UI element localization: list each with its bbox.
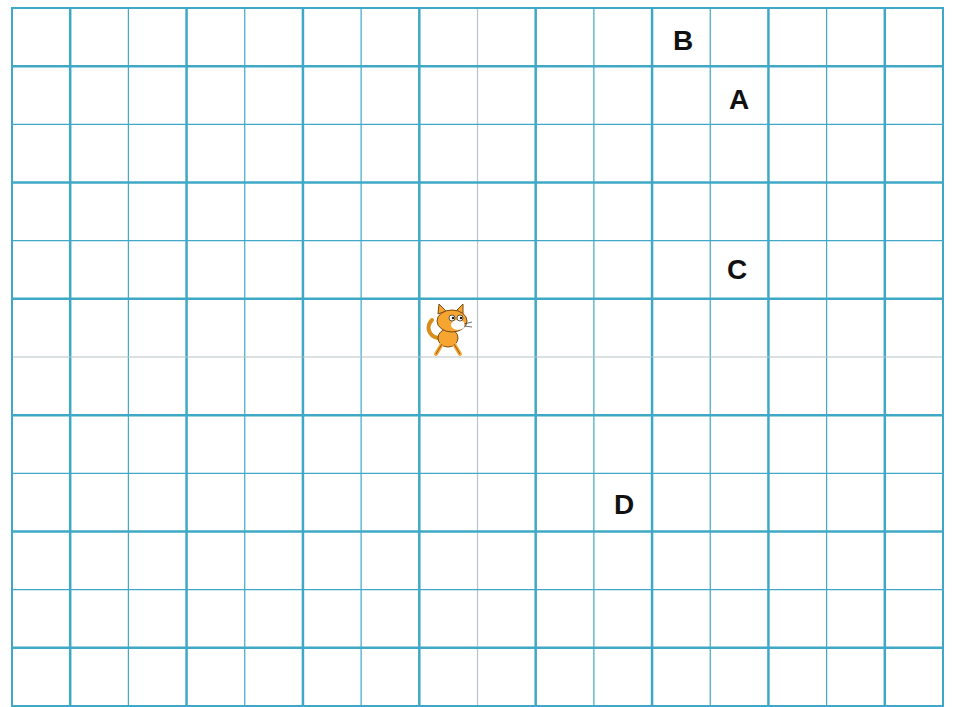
grid-line — [12, 647, 943, 650]
grid-border — [12, 8, 943, 706]
point-label: A — [729, 86, 749, 114]
point-label: C — [727, 256, 747, 284]
cat-sprite — [429, 304, 472, 354]
grid-line — [12, 473, 943, 474]
grid-line — [12, 298, 943, 301]
grid-line — [12, 65, 943, 68]
grid-line — [12, 181, 943, 184]
grid-line — [12, 414, 943, 417]
grid-line — [12, 589, 943, 590]
grid-line — [12, 240, 943, 241]
grid-line — [12, 124, 943, 125]
point-label: B — [673, 27, 693, 55]
grid-line — [12, 356, 943, 357]
grid-line — [12, 530, 943, 533]
point-label: D — [614, 491, 634, 519]
